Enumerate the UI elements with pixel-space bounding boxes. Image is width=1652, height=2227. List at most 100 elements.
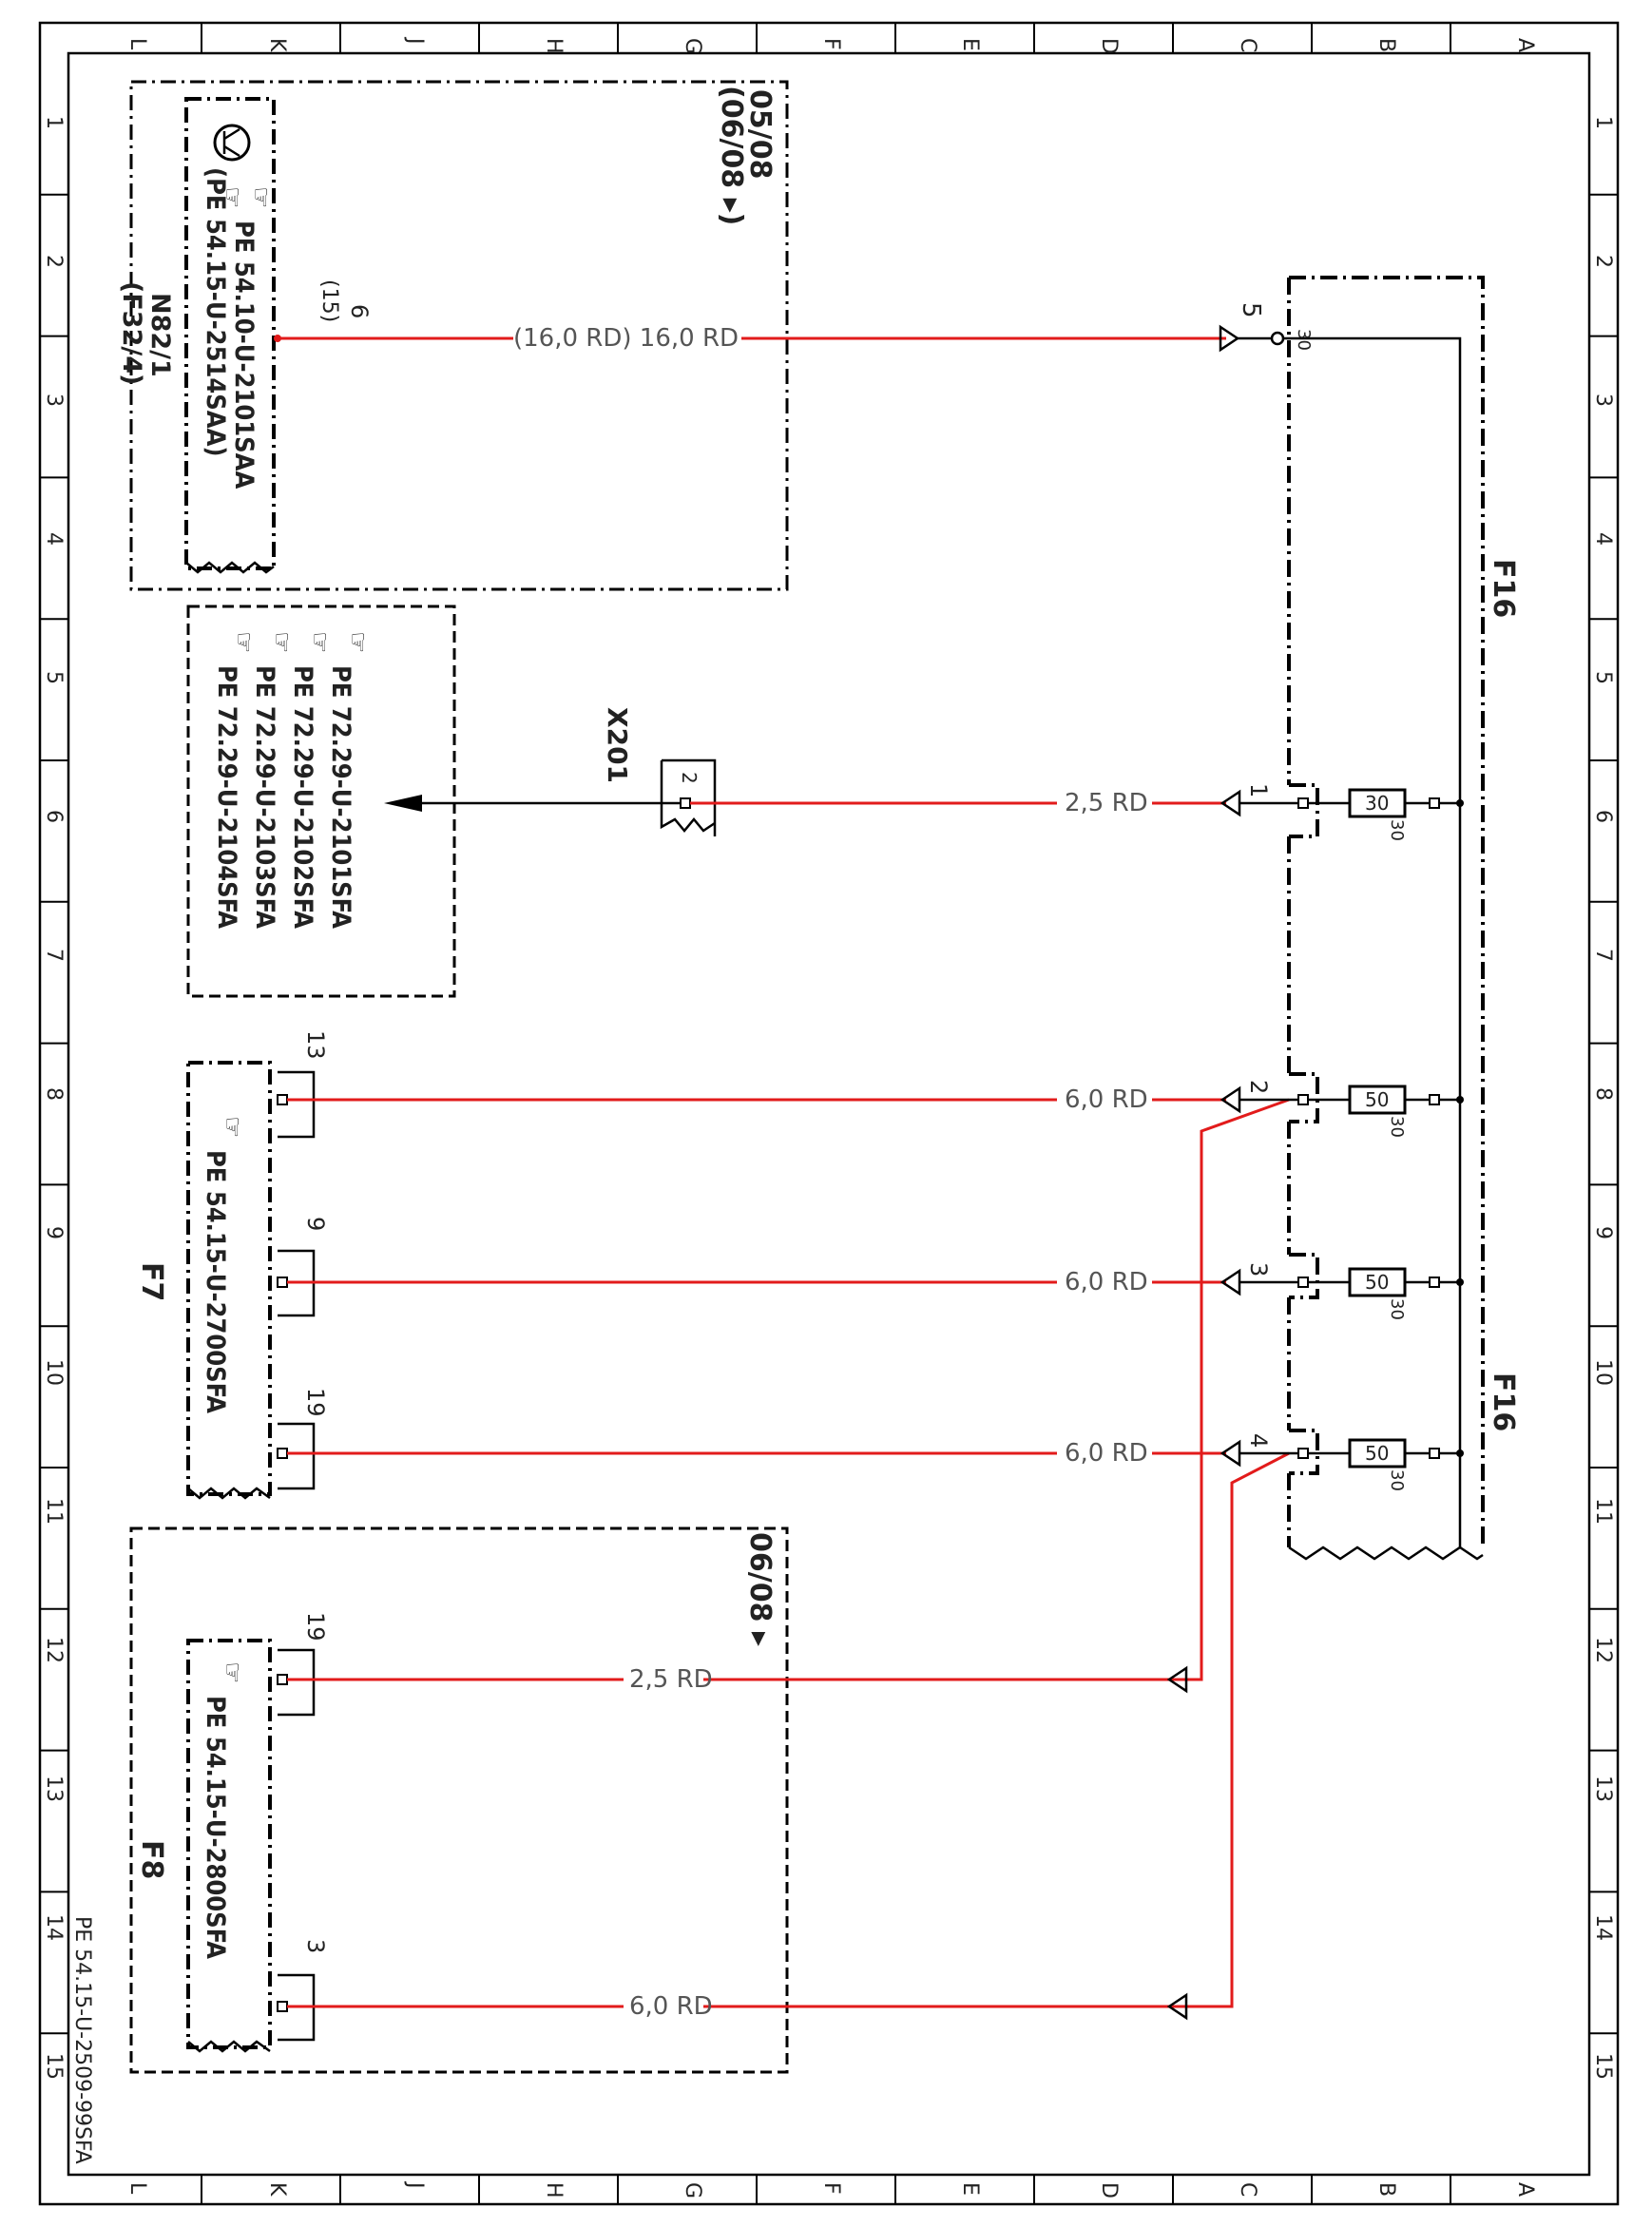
- fuse-terminal: 30: [1387, 1298, 1407, 1320]
- f7-reference: PE 54.15-U-2700SFA: [201, 1150, 230, 1413]
- fuse-pin: 4: [1245, 1433, 1272, 1448]
- n82-date-1: 05/08: [743, 89, 777, 179]
- grid-letter: G: [681, 2182, 704, 2198]
- grid-number: 10: [42, 1359, 66, 1386]
- grid-number: 9: [42, 1226, 66, 1239]
- n82-reference-1: PE 54.10-U-2101SAA: [229, 221, 259, 489]
- f7-pin-3: 19: [302, 1388, 329, 1417]
- fuse-pin: 1: [1245, 783, 1272, 797]
- wire-label-2: 6,0 RD: [1065, 1085, 1148, 1114]
- f7-label: F7: [135, 1262, 168, 1301]
- grid-letter: A: [1513, 38, 1537, 52]
- fuse-rating: 50: [1365, 1088, 1389, 1111]
- ref-72-line-4: PE 72.29-U-2104SFA: [212, 665, 241, 929]
- fuse-rating: 50: [1365, 1442, 1389, 1465]
- pointing-hand-icon: ☞: [246, 186, 275, 208]
- fuse-rating: 30: [1365, 792, 1389, 815]
- grid-letter: C: [1236, 2182, 1259, 2197]
- component-symbol-icon: [213, 124, 251, 162]
- arrow-left-icon: [384, 795, 422, 812]
- grid-letter: C: [1236, 38, 1259, 52]
- n82-sublabel: (F32/4): [117, 281, 146, 385]
- fuse-row-2: 50 2 30: [1220, 1080, 1464, 1138]
- f8-box: ☞ PE 54.15-U-2800SFA F8 06/08 ▸ 19 3 2,5…: [129, 1098, 1290, 2074]
- grid-number: 14: [42, 1914, 66, 1941]
- grid-letter: D: [1097, 2182, 1121, 2198]
- grid-letter: D: [1097, 38, 1121, 54]
- fuse-pin: 3: [1245, 1262, 1272, 1277]
- grid-numbers-right: 1 2 3 4 5 6 7 8 9 10 11 12 13 14 15: [1591, 116, 1615, 2080]
- wire-label-4: 6,0 RD: [1065, 1439, 1148, 1468]
- grid-letter: K: [265, 38, 289, 52]
- pointing-hand-icon: ☞: [267, 631, 296, 653]
- grid-number: 11: [42, 1498, 66, 1525]
- drawing-frame: [38, 21, 1620, 2206]
- grid-letter: F: [819, 2182, 843, 2195]
- f16-label: F16: [1487, 559, 1520, 618]
- f8-date: 06/08 ▸: [743, 1532, 777, 1646]
- grid-letter: A: [1513, 2182, 1537, 2197]
- grid-letter: G: [681, 38, 704, 54]
- grid-number: 5: [42, 671, 66, 684]
- n82-box: ☞ ☞ PE 54.10-U-2101SAA (PE 54.15-U-2514S…: [117, 80, 789, 591]
- f16-fuse-box: F16 F16 30: [1283, 276, 1520, 1561]
- pointing-hand-icon: ☞: [343, 631, 372, 653]
- grid-letter: L: [125, 2182, 149, 2195]
- f16-terminal-label: 30: [1294, 329, 1314, 351]
- grid-number: 4: [1591, 532, 1615, 546]
- grid-number: 2: [1591, 255, 1615, 268]
- ref-72-line-3: PE 72.29-U-2103SFA: [250, 665, 279, 929]
- grid-number: 2: [42, 255, 66, 268]
- f16-label-lower: F16: [1487, 1373, 1520, 1431]
- ref-72-line-1: PE 72.29-U-2101SFA: [326, 665, 355, 929]
- pointing-hand-icon: ☞: [218, 1661, 246, 1683]
- n82-date-2: (06/08 ▸): [715, 86, 748, 225]
- grid-number: 13: [1591, 1776, 1615, 1802]
- grid-letters-bottom: L K J H G F E D C B A: [125, 2180, 1537, 2198]
- wire-label-6: 6,0 RD: [629, 1992, 713, 2021]
- ref-72-line-2: PE 72.29-U-2102SFA: [288, 665, 317, 929]
- grid-letter: H: [542, 38, 566, 54]
- pointing-hand-icon: ☞: [218, 1116, 246, 1138]
- wire-label-1: 2,5 RD: [1065, 789, 1148, 817]
- fuse-terminal: 30: [1387, 1116, 1407, 1138]
- grid-letter: E: [958, 38, 982, 51]
- grid-number: 8: [42, 1087, 66, 1101]
- grid-letter: H: [542, 2182, 566, 2198]
- grid-numbers-left: 1 2 3 4 5 6 7 8 9 10 11 12 13 14 15: [42, 116, 66, 2080]
- grid-number: 3: [1591, 394, 1615, 407]
- grid-number: 13: [42, 1776, 66, 1802]
- grid-number: 6: [1591, 810, 1615, 823]
- fuse-terminal: 30: [1387, 819, 1407, 841]
- f8-reference: PE 54.15-U-2800SFA: [201, 1696, 230, 1959]
- grid-number: 6: [42, 810, 66, 823]
- n82-label: N82/1: [145, 293, 175, 377]
- grid-letter: B: [1374, 38, 1398, 52]
- grid-letter: J: [403, 2180, 427, 2189]
- grid-number: 15: [42, 2053, 66, 2080]
- main-wire: (16,0 RD) 16,0 RD 5: [274, 302, 1285, 353]
- grid-number: 4: [42, 532, 66, 546]
- grid-number: 14: [1591, 1914, 1615, 1941]
- grid-number: 8: [1591, 1087, 1615, 1101]
- f16-connector-pin: 5: [1237, 302, 1265, 318]
- pointing-hand-icon: ☞: [218, 186, 246, 208]
- f8-pin-1: 19: [302, 1612, 329, 1641]
- f7-component: ☞ PE 54.15-U-2700SFA F7 13 9 19 6,0 RD 6…: [135, 1030, 1226, 1500]
- fuse-row-4: 50 4 30: [1220, 1433, 1464, 1491]
- x201-connector: 2 X201 2,5 RD: [384, 707, 1226, 836]
- grid-number: 1: [1591, 116, 1615, 129]
- f7-pin-2: 9: [302, 1217, 329, 1231]
- x201-pin: 2: [678, 772, 701, 784]
- grid-letter: J: [403, 36, 427, 45]
- fuse-pin: 2: [1245, 1080, 1272, 1094]
- n82-pin-alt: (15): [317, 279, 341, 322]
- wire-label-5: 2,5 RD: [629, 1665, 713, 1694]
- grid-number: 12: [42, 1637, 66, 1663]
- x201-label: X201: [602, 707, 633, 783]
- n82-pin: 6: [346, 304, 373, 318]
- fuse-row-1: 30 1 30: [1220, 783, 1464, 841]
- reference-box-72: ☞ ☞ ☞ ☞ PE 72.29-U-2101SFA PE 72.29-U-21…: [186, 605, 456, 998]
- grid-number: 11: [1591, 1498, 1615, 1525]
- grid-number: 9: [1591, 1226, 1615, 1239]
